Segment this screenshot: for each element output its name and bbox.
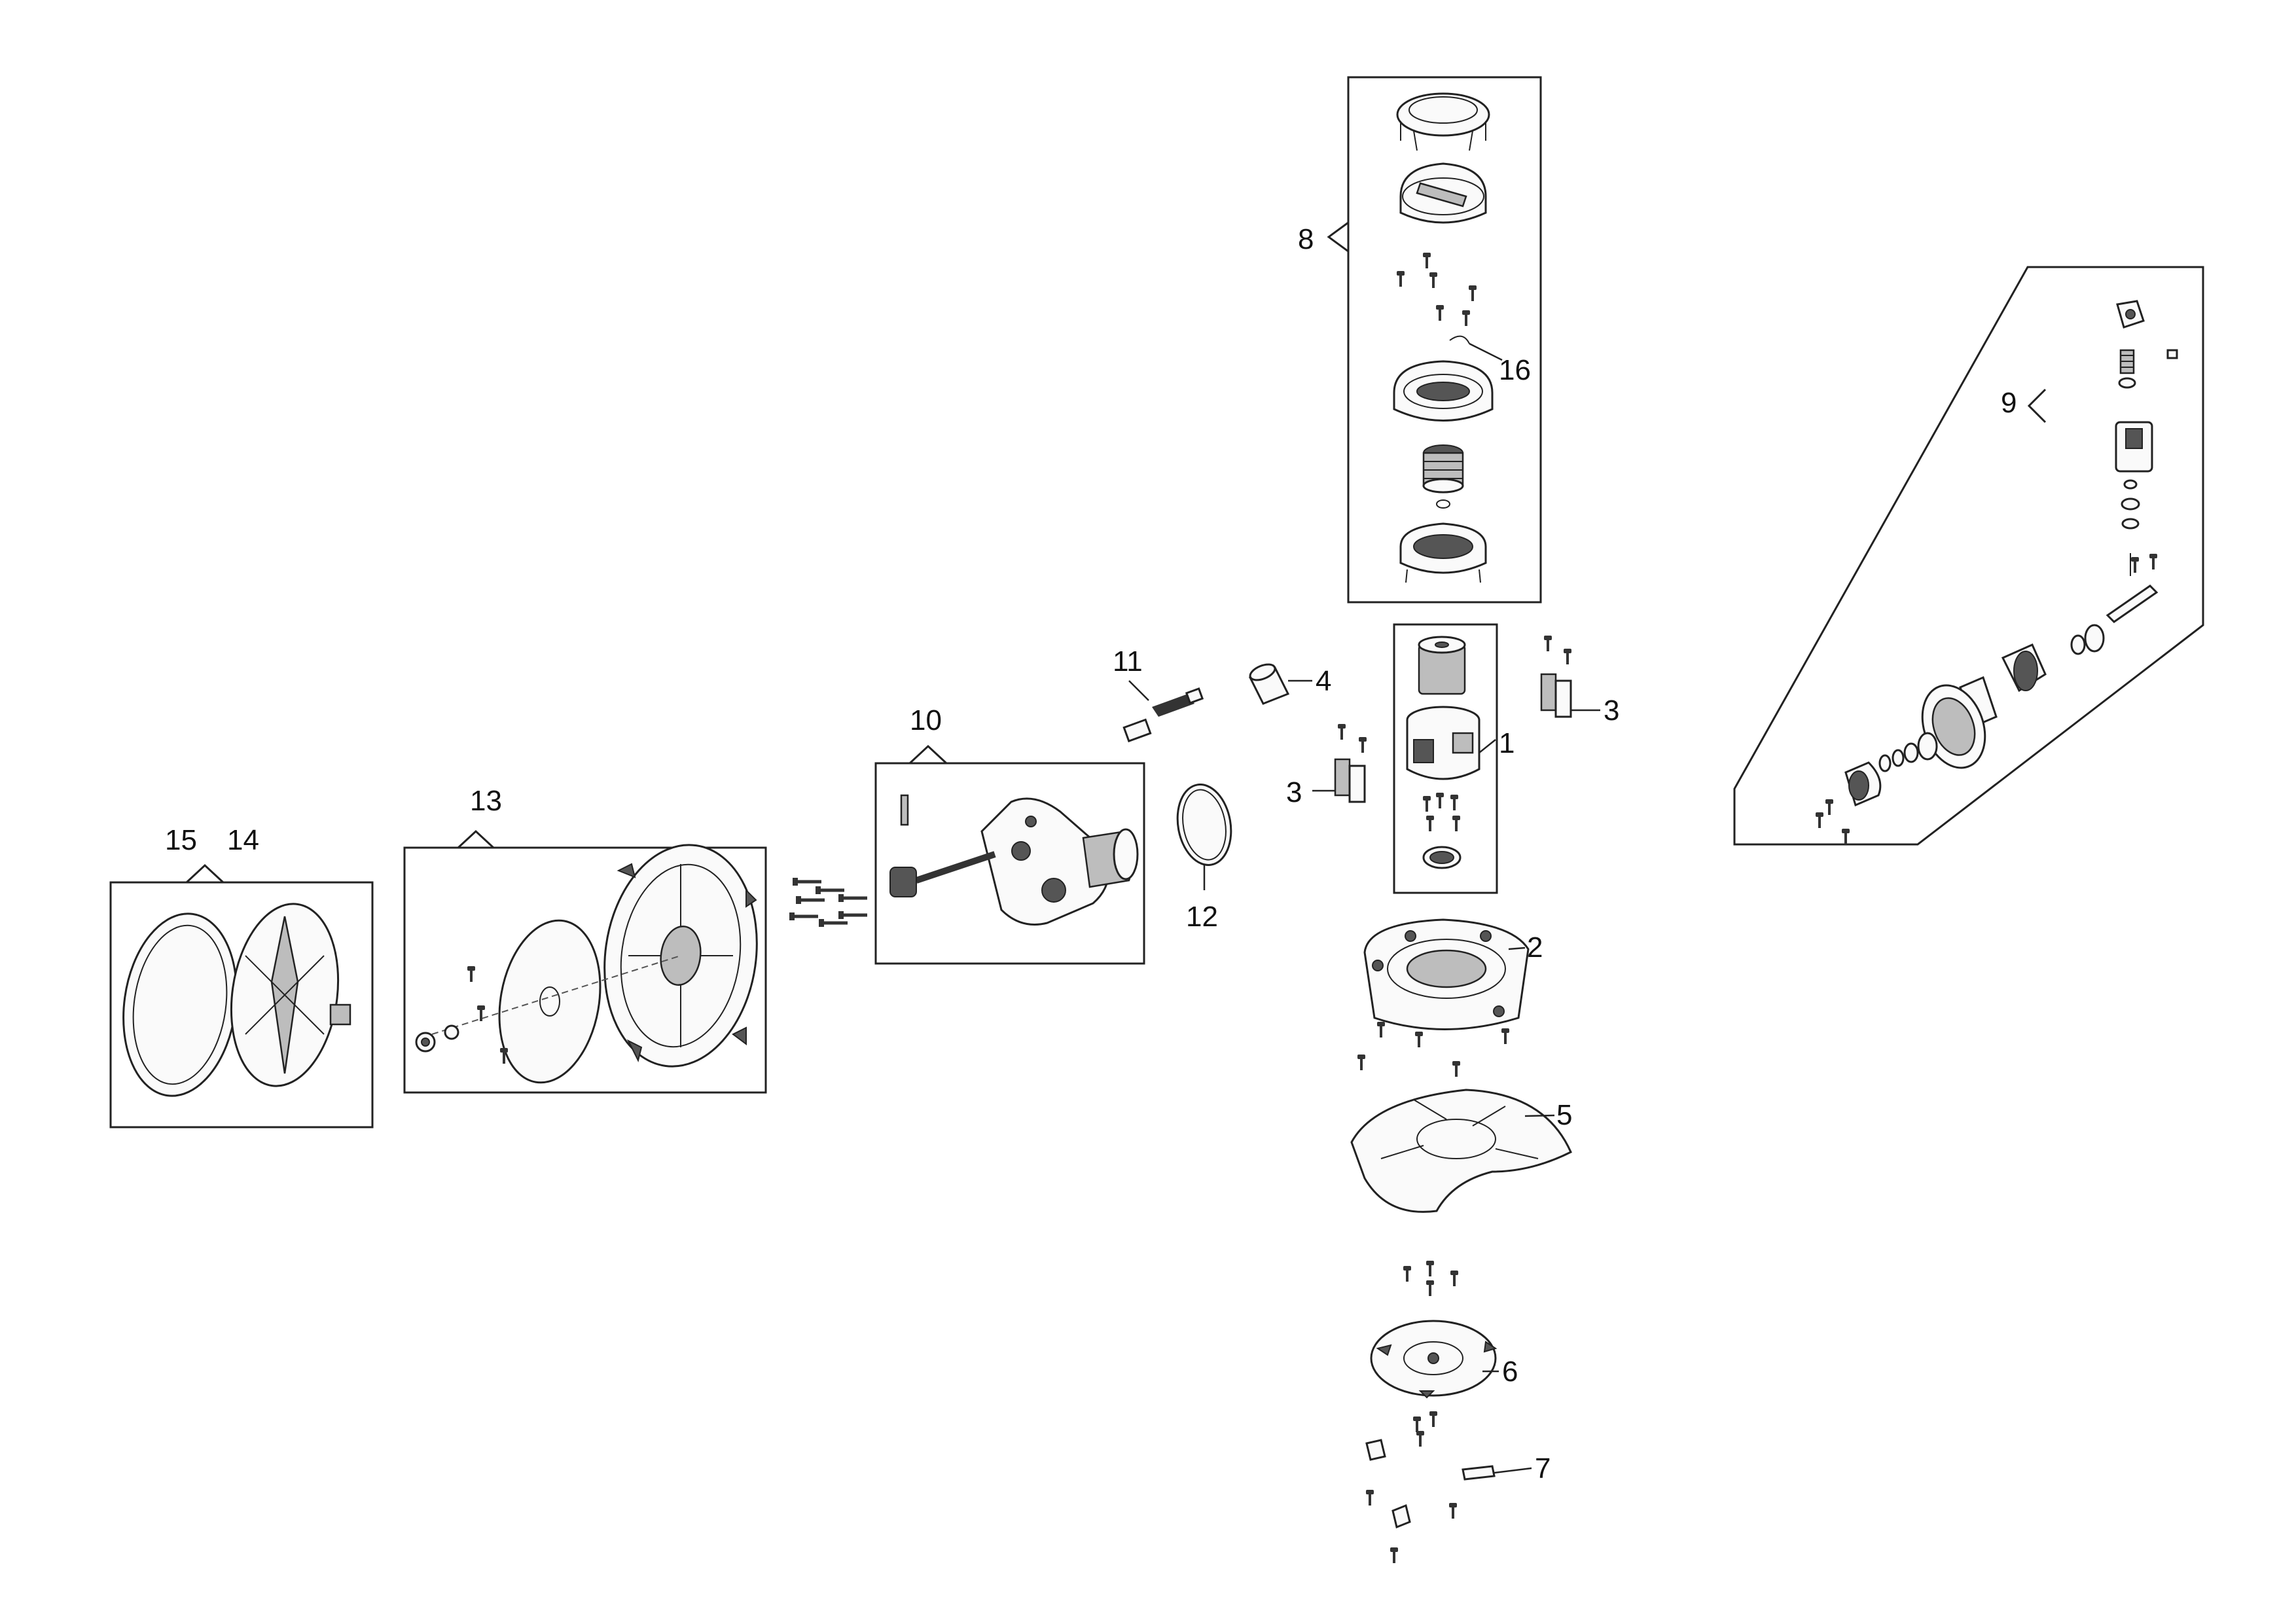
- group-8-screws: [1395, 251, 1478, 327]
- callout-13: 13: [470, 785, 502, 817]
- hubcap-cover: [230, 903, 351, 1087]
- mounting-bracket-left: [1312, 723, 1368, 803]
- callout-15: 15: [165, 824, 197, 856]
- callout-1: 1: [1499, 727, 1515, 759]
- group-1-box: [1393, 623, 1498, 894]
- callout-5: 5: [1556, 1099, 1572, 1131]
- leader-1: [1479, 739, 1496, 753]
- motor-mount-plate: [1363, 918, 1530, 1030]
- wheel-hub-plate: [498, 919, 601, 1084]
- callout-10: 10: [910, 704, 942, 736]
- blade-disc-screws: [1402, 1259, 1460, 1297]
- callout-8: 8: [1298, 223, 1314, 255]
- cutting-blades: [1365, 1439, 1532, 1564]
- height-adjust-knob: [1399, 162, 1487, 224]
- callout-14: 14: [227, 824, 259, 856]
- cooling-fan-disc: [1422, 846, 1462, 869]
- group-1-screws: [1422, 791, 1462, 833]
- group-13-box: [403, 829, 767, 1094]
- group-8-box: [1327, 76, 1542, 604]
- wiring-harness: [1122, 680, 1204, 743]
- callout-2: 2: [1527, 931, 1543, 964]
- spacer-sleeve: [1248, 663, 1312, 705]
- plate-screws: [1356, 1020, 1511, 1078]
- callout-12: 12: [1186, 901, 1218, 933]
- axis-line: [431, 955, 681, 1035]
- top-cover-ring: [1396, 92, 1490, 151]
- hubcap-ring: [122, 912, 238, 1097]
- callout-3-left: 3: [1286, 776, 1302, 808]
- callout-3-right: 3: [1604, 695, 1619, 727]
- blade-guard: [1350, 1089, 1572, 1213]
- callout-4: 4: [1316, 665, 1331, 697]
- group-10-box: [874, 744, 1145, 965]
- axle-bolts: [789, 878, 867, 927]
- lift-housing: [1393, 360, 1494, 422]
- motor-housing: [1406, 706, 1480, 780]
- gasket-ring: [1176, 784, 1232, 890]
- wheel-fasteners: [415, 965, 509, 1065]
- spring-clip-16: [1449, 335, 1503, 361]
- lift-base-ring: [1399, 522, 1487, 583]
- blade-screws: [1412, 1410, 1439, 1448]
- callout-6: 6: [1502, 1356, 1518, 1388]
- gearbox-assembly: [889, 794, 1139, 926]
- threaded-adjuster: [1422, 444, 1464, 494]
- group-9-box: [1733, 266, 2204, 846]
- callout-16: 16: [1499, 354, 1531, 386]
- front-wheel-assembly: [1814, 300, 2178, 846]
- group-14-15-box: [109, 863, 374, 1128]
- callout-7: 7: [1535, 1453, 1551, 1485]
- callout-9: 9: [2001, 387, 2017, 419]
- callout-11: 11: [1113, 645, 1143, 677]
- drive-motor: [1418, 636, 1466, 695]
- drive-wheel: [603, 844, 758, 1068]
- blade-disc: [1370, 1320, 1499, 1399]
- o-ring: [1436, 499, 1450, 509]
- mounting-bracket-right: [1540, 634, 1600, 718]
